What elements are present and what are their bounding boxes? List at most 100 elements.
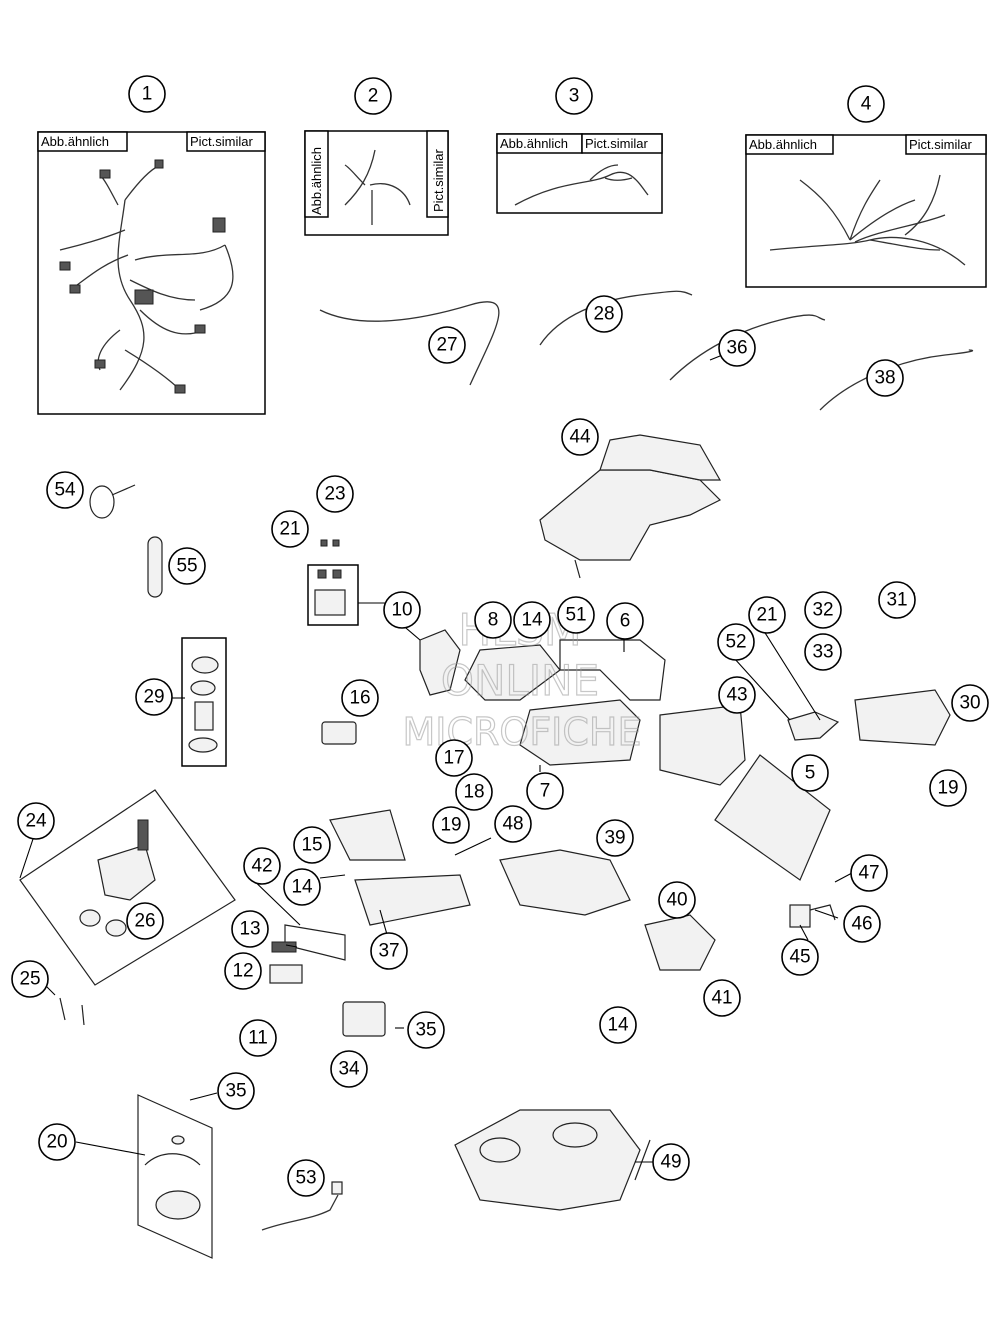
callout-number: 35 [225,1081,246,1102]
relay-group [307,539,461,696]
callout[interactable]: 16 [341,679,379,717]
callout-number: 48 [502,814,523,835]
callout[interactable]: 48 [494,805,532,843]
callout[interactable]: 49 [652,1143,690,1181]
callout[interactable]: 51 [557,596,595,634]
callout[interactable]: 21 [271,510,309,548]
harness-box-2: Abb.ähnlich Pict.similar [304,130,449,236]
callout-number: 29 [143,687,164,708]
callout[interactable]: 2 [354,77,392,115]
part-16 [321,721,357,745]
callout[interactable]: 25 [11,960,49,998]
pict-label: Pict.similar [585,136,649,151]
callout-number: 3 [569,86,580,107]
callout-number: 53 [295,1168,316,1189]
callout[interactable]: 7 [526,772,564,810]
callout-number: 41 [711,988,732,1009]
callout[interactable]: 13 [231,910,269,948]
callout[interactable]: 6 [606,602,644,640]
callout-number: 45 [789,947,810,968]
callout-number: 33 [812,642,833,663]
callout-number: 10 [391,600,412,621]
watermark-line-3: MICROFICHE [402,710,641,754]
callout[interactable]: 32 [804,591,842,629]
callout[interactable]: 26 [126,902,164,940]
callout[interactable]: 4 [847,85,885,123]
callouts: 1 2 3 4 5 6 7 8 10 11 12 13 14 14 14 14 … [11,75,989,1197]
pict-label: Pict.similar [431,148,446,212]
callout-number: 52 [725,632,746,653]
callout[interactable]: 42 [243,847,281,885]
callout[interactable]: 39 [596,819,634,857]
callout-number: 7 [540,781,551,802]
callout[interactable]: 21 [748,596,786,634]
callout[interactable]: 35 [217,1072,255,1110]
callout[interactable]: 45 [781,938,819,976]
callout[interactable]: 12 [224,952,262,990]
callout[interactable]: 14 [513,601,551,639]
harness-box-3: Abb.ähnlich Pict.similar [496,133,663,214]
callout[interactable]: 1 [128,75,166,113]
callout[interactable]: 44 [561,418,599,456]
callout[interactable]: 27 [428,326,466,364]
callout-number: 15 [301,835,322,856]
callout[interactable]: 17 [435,739,473,777]
pict-label: Pict.similar [190,134,254,149]
callout[interactable]: 34 [330,1050,368,1088]
callout[interactable]: 28 [585,295,623,333]
callout[interactable]: 35 [407,1011,445,1049]
callout-number: 4 [861,94,872,115]
callout[interactable]: 47 [850,854,888,892]
strap-55 [147,536,163,598]
callout[interactable]: 52 [717,623,755,661]
callout-number: 42 [251,856,272,877]
harness-box-1: Abb.ähnlich Pict.similar [37,131,266,415]
callout[interactable]: 41 [703,979,741,1017]
callout-number: 14 [521,610,543,631]
callout[interactable]: 31 [878,581,916,619]
callout[interactable]: 14 [283,868,321,906]
callout[interactable]: 53 [287,1159,325,1197]
ignition-parts-29 [181,637,227,767]
callout-number: 19 [440,815,461,836]
callout[interactable]: 5 [791,754,829,792]
callout[interactable]: 33 [804,633,842,671]
callout[interactable]: 3 [555,77,593,115]
callout[interactable]: 36 [718,329,756,367]
callout-number: 37 [378,941,399,962]
abb-label: Abb.ähnlich [749,137,817,152]
callout[interactable]: 30 [951,684,989,722]
callout[interactable]: 43 [718,676,756,714]
callout-number: 32 [812,600,833,621]
callout-number: 30 [959,693,980,714]
callout[interactable]: 55 [168,547,206,585]
callout[interactable]: 37 [370,932,408,970]
callout-number: 44 [569,427,591,448]
callout-number: 11 [248,1028,268,1049]
callout-number: 5 [805,763,816,784]
callout[interactable]: 11 [239,1019,277,1057]
callout[interactable]: 38 [866,359,904,397]
callout[interactable]: 23 [316,475,354,513]
callout[interactable]: 24 [17,802,55,840]
callout[interactable]: 46 [843,905,881,943]
callout-number: 39 [604,828,625,849]
callout[interactable]: 29 [135,678,173,716]
callout[interactable]: 40 [658,881,696,919]
callout[interactable]: 54 [46,471,84,509]
battery-cables [319,290,973,411]
callout[interactable]: 18 [455,773,493,811]
callout-number: 27 [436,335,457,356]
callout[interactable]: 10 [383,591,421,629]
callout[interactable]: 19 [929,769,967,807]
callout[interactable]: 8 [474,601,512,639]
callout-number: 14 [291,877,313,898]
callout[interactable]: 14 [599,1006,637,1044]
callout[interactable]: 20 [38,1123,76,1161]
callout[interactable]: 15 [293,826,331,864]
cable-tie-54 [89,484,136,519]
callout[interactable]: 19 [432,806,470,844]
callout-number: 23 [324,484,345,505]
